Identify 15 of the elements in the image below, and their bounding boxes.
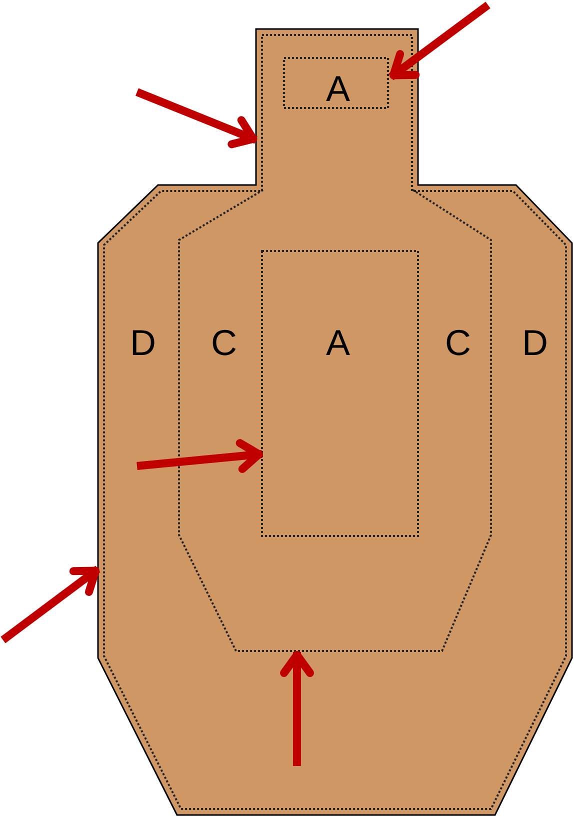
arrow	[136, 88, 258, 148]
zone-letter: A	[326, 71, 350, 107]
scoring-zone	[177, 188, 493, 653]
scoring-box	[261, 250, 419, 537]
zone-letter: C	[211, 325, 237, 361]
target-silhouette	[96, 27, 574, 817]
arrow	[136, 439, 264, 473]
zone-letter: A	[326, 325, 350, 361]
arrow	[388, 2, 490, 80]
zone-letter: C	[445, 325, 471, 361]
zone-letter: D	[130, 325, 156, 361]
arrow	[0, 566, 100, 644]
scoring-box	[283, 57, 389, 109]
zone-letter: D	[522, 325, 548, 361]
arrow	[280, 651, 314, 766]
